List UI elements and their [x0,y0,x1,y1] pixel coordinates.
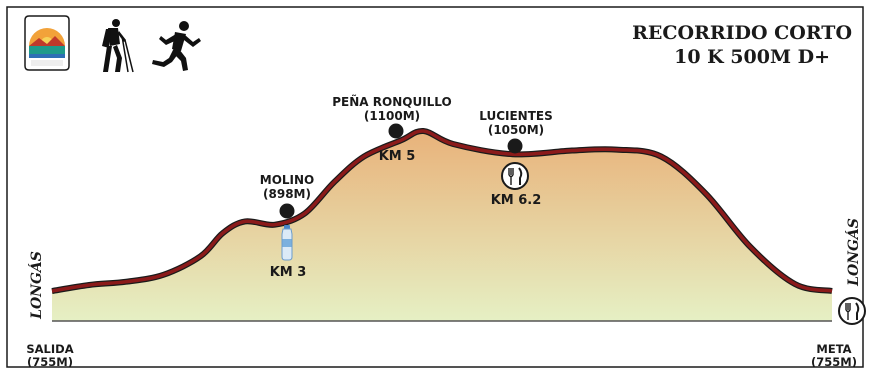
elevation-area [52,130,832,321]
waypoint-ronquillo-marker [388,123,404,139]
route-line [51,129,833,293]
waypoint-molino-km: KM 3 [270,265,307,280]
hiker-icon [102,19,134,73]
fork-knife-icon [501,162,529,190]
fork-knife-icon-finish [838,297,866,325]
waypoint-molino-name: MOLINO [260,173,315,187]
start-elevation: (755M) [27,355,73,369]
waypoint-lucientes-name: LUCIENTES [479,109,553,123]
waypoint-lucientes-km: KM 6.2 [491,193,542,208]
finish-label: META [816,342,851,356]
waypoint-ronquillo-elevation: (1100M) [364,109,420,123]
side-label-left: LONGÁS [27,251,45,320]
start-label: SALIDA [26,342,73,356]
waypoint-ronquillo-name: PEÑA RONQUILLO [332,94,451,109]
club-logo [24,15,70,71]
water-bottle-icon [281,225,293,261]
waypoint-molino-marker [279,203,295,219]
runner-icon [152,21,201,71]
finish-elevation: (755M) [811,355,857,369]
waypoint-ronquillo-km: KM 5 [379,149,416,164]
side-label-right: LONGÁS [844,218,862,287]
waypoint-lucientes-marker [507,138,523,154]
waypoint-molino-elevation: (898M) [263,187,311,201]
title-line-2: 10 K 500M D+ [674,46,830,68]
waypoint-lucientes-elevation: (1050M) [488,123,544,137]
title-line-1: RECORRIDO CORTO [632,22,852,44]
